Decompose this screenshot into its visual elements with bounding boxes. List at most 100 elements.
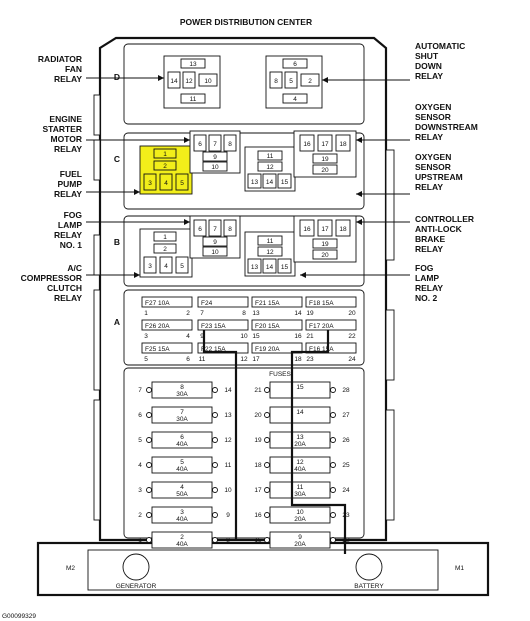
relay-pin-label: 9 — [213, 154, 217, 161]
maxifuse-pin: 28 — [342, 387, 350, 394]
left-arrow-starter-head — [184, 137, 190, 143]
relay-pin-label: 1 — [163, 151, 167, 158]
left-arrow-radiator-head — [158, 75, 164, 81]
maxifuse-pin: 6 — [138, 412, 142, 419]
housing-tab — [93, 289, 101, 391]
maxifuse-pin: 24 — [342, 487, 350, 494]
maxifuse-14 — [269, 406, 331, 424]
relay-pin-6 — [193, 219, 207, 237]
relay-pin-7 — [208, 134, 222, 152]
relay-pin-17 — [317, 134, 333, 152]
maxifuse-contact — [146, 512, 152, 518]
maxifuse-contact — [146, 412, 152, 418]
maxifuse-13 — [269, 431, 331, 449]
maxifuse-rating: 40A — [176, 541, 188, 548]
right-label-o2up: SENSOR — [415, 162, 451, 172]
minifuse-label: F23 15A — [201, 323, 226, 330]
maxifuse-contact — [146, 537, 152, 543]
minifuse-label: F20 15A — [255, 323, 280, 330]
d-pin-8 — [269, 71, 283, 89]
minifuse-pin: 18 — [294, 356, 302, 363]
left-label-fuelpump: PUMP — [57, 179, 82, 189]
relay-pin-14 — [262, 258, 277, 274]
minifuse-pin: 13 — [252, 310, 260, 317]
minifuse-pin: 3 — [144, 333, 148, 340]
maxifuse-pin: 25 — [342, 462, 350, 469]
minifuse-label: F16 15A — [309, 346, 334, 353]
maxifuse-pin: 20 — [254, 412, 262, 419]
maxifuse-number: 4 — [180, 484, 184, 491]
maxifuse-contact — [212, 537, 218, 543]
housing-tab — [385, 409, 395, 521]
left-label-fog1: RELAY — [54, 230, 82, 240]
relay-pin-label: 13 — [251, 264, 259, 271]
maxifuse-number: 11 — [297, 484, 304, 491]
fuses-heading: FUSES — [269, 371, 291, 378]
left-label-starter: STARTER — [42, 124, 82, 134]
maxifuse-number: 2 — [180, 534, 184, 541]
battery-label: BATTERY — [354, 583, 384, 590]
d-pin-12 — [182, 71, 196, 89]
relay-pin-label: 4 — [164, 180, 168, 187]
maxifuse-9 — [269, 531, 331, 549]
relay-pin-15 — [277, 258, 292, 274]
relay-pin-label: 8 — [228, 226, 232, 233]
minifuse-pin: 19 — [306, 310, 314, 317]
minifuse-f26 — [141, 319, 193, 331]
relay-pin-1 — [153, 231, 177, 242]
left-label-fuelpump: RELAY — [54, 189, 82, 199]
maxifuse-pin: 10 — [224, 487, 232, 494]
maxifuse-rating: 20A — [294, 541, 306, 548]
relay-pin-18 — [335, 134, 351, 152]
minifuse-pin: 8 — [242, 310, 246, 317]
maxifuse-contact — [330, 412, 336, 418]
maxifuse-number: 12 — [296, 459, 304, 466]
right-arrow-o2up-head — [356, 191, 362, 197]
maxifuse-pin: 1 — [138, 537, 142, 544]
relay-pin-10 — [202, 246, 228, 257]
housing-tab — [93, 94, 101, 136]
maxifuse-rating: 40A — [176, 516, 188, 523]
minifuse-f23 — [197, 319, 249, 331]
relay-pin-label: 20 — [321, 252, 329, 259]
minifuse-pin: 24 — [348, 356, 356, 363]
relay-pin-label: 13 — [251, 179, 259, 186]
maxifuse-pin: 14 — [224, 387, 232, 394]
relay-pin-label: 17 — [321, 141, 329, 148]
left-label-starter: ENGINE — [49, 114, 82, 124]
section-letter-d: D — [114, 72, 120, 82]
relay-pin-9 — [202, 151, 228, 162]
d-pin-label: 14 — [170, 78, 178, 85]
maxifuse-contact — [264, 412, 270, 418]
maxifuse-2 — [151, 531, 213, 549]
relay-pin-label: 16 — [303, 141, 311, 148]
minifuse-label: F19 20A — [255, 346, 280, 353]
left-label-fog1: LAMP — [58, 220, 82, 230]
relay-pin-label: 2 — [163, 163, 167, 170]
maxifuse-pin: 7 — [138, 387, 142, 394]
relay-pin-label: 10 — [211, 249, 219, 256]
maxifuse-contact — [264, 387, 270, 393]
maxifuse-pin: 18 — [254, 462, 262, 469]
d-pin-label: 10 — [204, 78, 212, 85]
minifuse-label: F22 15A — [201, 346, 226, 353]
m1-label: M1 — [455, 565, 464, 572]
minifuse-pin: 6 — [186, 356, 190, 363]
section-letter-a: A — [114, 317, 120, 327]
maxifuse-contact — [264, 537, 270, 543]
relay-pin-label: 1 — [163, 234, 167, 241]
minifuse-pin: 17 — [252, 356, 260, 363]
relay-pin-16 — [299, 219, 315, 237]
relay-pin-label: 9 — [213, 239, 217, 246]
maxifuse-contact — [146, 462, 152, 468]
relay-pin-7 — [208, 219, 222, 237]
minifuse-f27 — [141, 296, 193, 308]
relay-pin-label: 19 — [321, 156, 329, 163]
left-arrow-fog1-head — [184, 219, 190, 225]
minifuse-pin: 23 — [306, 356, 314, 363]
relay-pin-label: 3 — [148, 180, 152, 187]
minifuse-f16 — [305, 342, 357, 354]
left-label-ac: COMPRESSOR — [21, 273, 82, 283]
maxifuse-rating: 40A — [176, 466, 188, 473]
relay-pin-8 — [223, 219, 237, 237]
